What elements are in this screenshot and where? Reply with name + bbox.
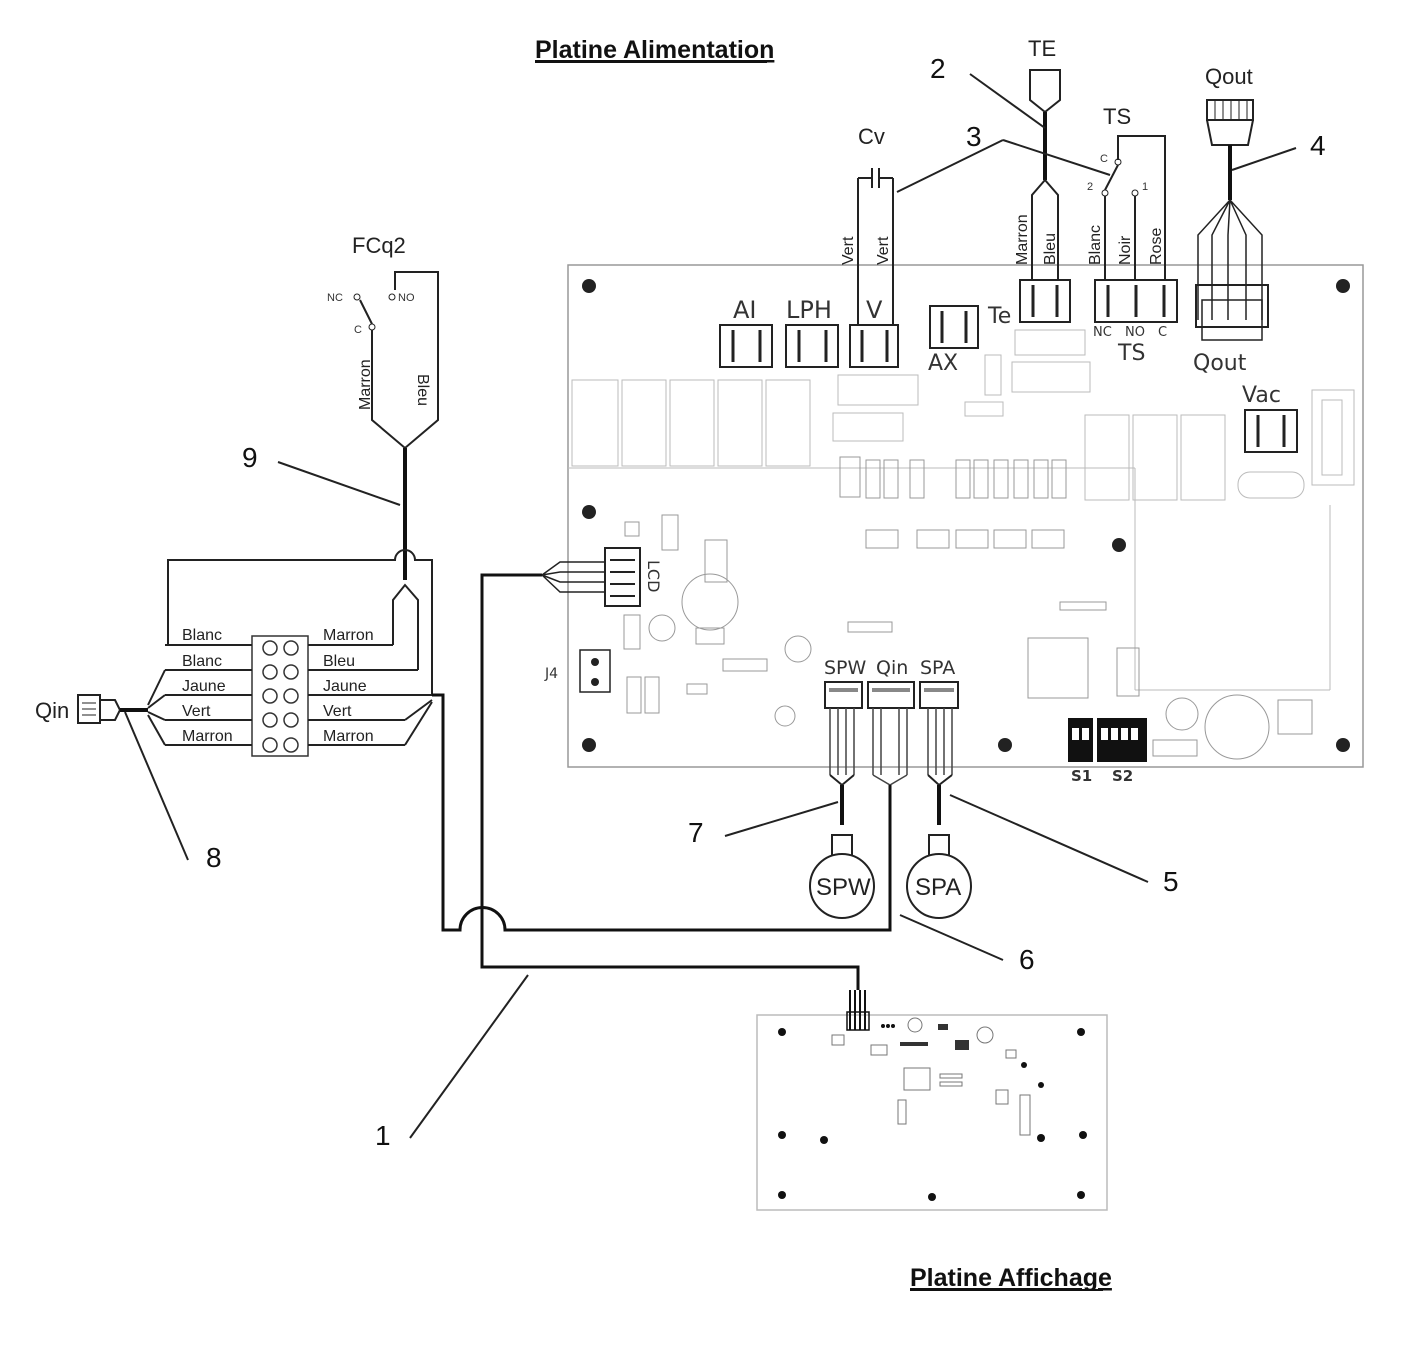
connector-lcd: LCD	[604, 547, 663, 607]
connector-te-label: Te	[987, 304, 1011, 329]
fcq2-wire-label-2: Bleu	[414, 374, 431, 406]
callout-6: 6	[1019, 944, 1035, 975]
connector-vac-label: Vac	[1242, 383, 1281, 408]
callout-8: 8	[206, 842, 222, 873]
mounting-hole	[582, 738, 596, 752]
connector-v-label: V	[866, 296, 883, 324]
mounting-hole	[998, 738, 1012, 752]
dip-switch-s2[interactable]: S2	[1097, 718, 1147, 785]
ts-wire-label-1: Blanc	[1087, 225, 1104, 265]
ts-pin-nc: NC	[1093, 325, 1112, 340]
tb-left-label-2: Blanc	[182, 653, 222, 670]
display-board	[756, 990, 1108, 1211]
connector-lph-label: LPH	[786, 296, 832, 324]
te-wire-label-1: Marron	[1014, 214, 1031, 265]
capacitor-cv: Cv Vert Vert	[840, 124, 894, 325]
title-platine-affichage: Platine Affichage	[910, 1264, 1112, 1292]
fcq2-pin-no: NO	[398, 292, 415, 304]
ts-switch-pin-c: C	[1100, 153, 1108, 165]
switch-ts: TS C 2 1 Blanc Noir Rose	[1087, 104, 1166, 280]
connector-ax: AX	[928, 305, 979, 376]
connector-spw-label: SPW	[824, 657, 867, 679]
callout-5: 5	[1163, 866, 1179, 897]
sensor-qin: Qin	[35, 694, 148, 724]
callout-2: 2	[930, 53, 946, 84]
connector-ax-label: AX	[928, 351, 958, 376]
connector-v: V	[849, 296, 899, 368]
capacitor-cv-label: Cv	[858, 124, 885, 149]
title-platine-alimentation: Platine Alimentation	[535, 36, 774, 64]
connector-qout: Qout	[1193, 284, 1269, 376]
mounting-hole	[582, 505, 596, 519]
connector-ts-label: TS	[1117, 341, 1145, 366]
dip-switch-s1-label: S1	[1071, 767, 1092, 785]
callout-4: 4	[1310, 130, 1326, 161]
mounting-hole	[1112, 538, 1126, 552]
ts-wire-label-2: Noir	[1117, 235, 1134, 265]
mounting-hole	[1336, 738, 1350, 752]
tb-right-label-5: Marron	[323, 728, 374, 745]
sensor-qout: Qout	[1197, 64, 1263, 320]
connector-ai-label: AI	[733, 296, 757, 324]
sensor-qout-label: Qout	[1205, 64, 1253, 89]
power-board: AI LPH V AX Te	[544, 264, 1364, 785]
dip-switch-s1[interactable]: S1	[1068, 718, 1093, 785]
connector-qin-label: Qin	[876, 657, 908, 679]
tb-right-label-2: Bleu	[323, 653, 355, 670]
callout-1: 1	[375, 1120, 391, 1151]
connector-lph: LPH	[785, 296, 839, 368]
fcq2-wire-label-1: Marron	[357, 359, 374, 410]
connector-j4-label: J4	[544, 666, 558, 682]
connector-ts: NC NO C TS	[1093, 279, 1178, 366]
tb-right-label-4: Vert	[323, 703, 352, 720]
te-wire-label-2: Bleu	[1042, 233, 1059, 265]
fcq2-pin-nc: NC	[327, 292, 343, 304]
connector-ai: AI	[719, 296, 773, 368]
pressure-switch-spw-label: SPW	[816, 874, 871, 901]
connector-spa-label: SPA	[920, 657, 955, 679]
connector-te: Te	[987, 279, 1071, 329]
dip-switch-s2-label: S2	[1112, 767, 1133, 785]
connector-j4: J4	[544, 649, 611, 693]
sensor-te: TE Marron Bleu	[1014, 36, 1061, 280]
tb-right-label-1: Marron	[323, 627, 374, 644]
tb-left-label-3: Jaune	[182, 678, 226, 695]
connector-spw: SPW	[824, 657, 867, 709]
switch-fcq2-label: FCq2	[352, 233, 406, 258]
cv-wire-label-2: Vert	[875, 236, 892, 265]
pressure-switch-spa: SPA	[906, 708, 972, 919]
sensor-qin-label: Qin	[35, 698, 69, 723]
connector-spa: SPA	[919, 657, 959, 709]
fcq2-pin-c: C	[354, 324, 362, 336]
terminal-block: Blanc Blanc Jaune Vert Marron Marron Ble…	[165, 627, 432, 757]
connector-vac: Vac	[1242, 383, 1298, 453]
callout-3: 3	[966, 121, 982, 152]
connector-lcd-label: LCD	[644, 560, 663, 592]
pressure-switch-spw: SPW	[809, 708, 875, 919]
switch-ts-label: TS	[1103, 104, 1131, 129]
tb-left-label-5: Marron	[182, 728, 233, 745]
callout-9: 9	[242, 442, 258, 473]
mounting-hole	[1336, 279, 1350, 293]
cv-wire-label-1: Vert	[840, 236, 857, 265]
ts-switch-pin-1: 1	[1142, 181, 1148, 193]
tb-right-label-3: Jaune	[323, 678, 367, 695]
switch-fcq2: FCq2 NC NO C Marron Bleu	[327, 233, 439, 580]
callout-7: 7	[688, 817, 704, 848]
sensor-te-label: TE	[1028, 36, 1056, 61]
ts-pin-no: NO	[1125, 325, 1145, 340]
mounting-hole	[582, 279, 596, 293]
connector-qin: Qin	[867, 657, 915, 709]
pressure-switch-spa-label: SPA	[915, 874, 961, 901]
ts-pin-c: C	[1158, 325, 1167, 340]
ts-switch-pin-2: 2	[1087, 181, 1093, 193]
tb-left-label-1: Blanc	[182, 627, 222, 644]
tb-left-label-4: Vert	[182, 703, 211, 720]
ts-wire-label-3: Rose	[1148, 228, 1165, 265]
connector-qout-label: Qout	[1193, 351, 1247, 376]
